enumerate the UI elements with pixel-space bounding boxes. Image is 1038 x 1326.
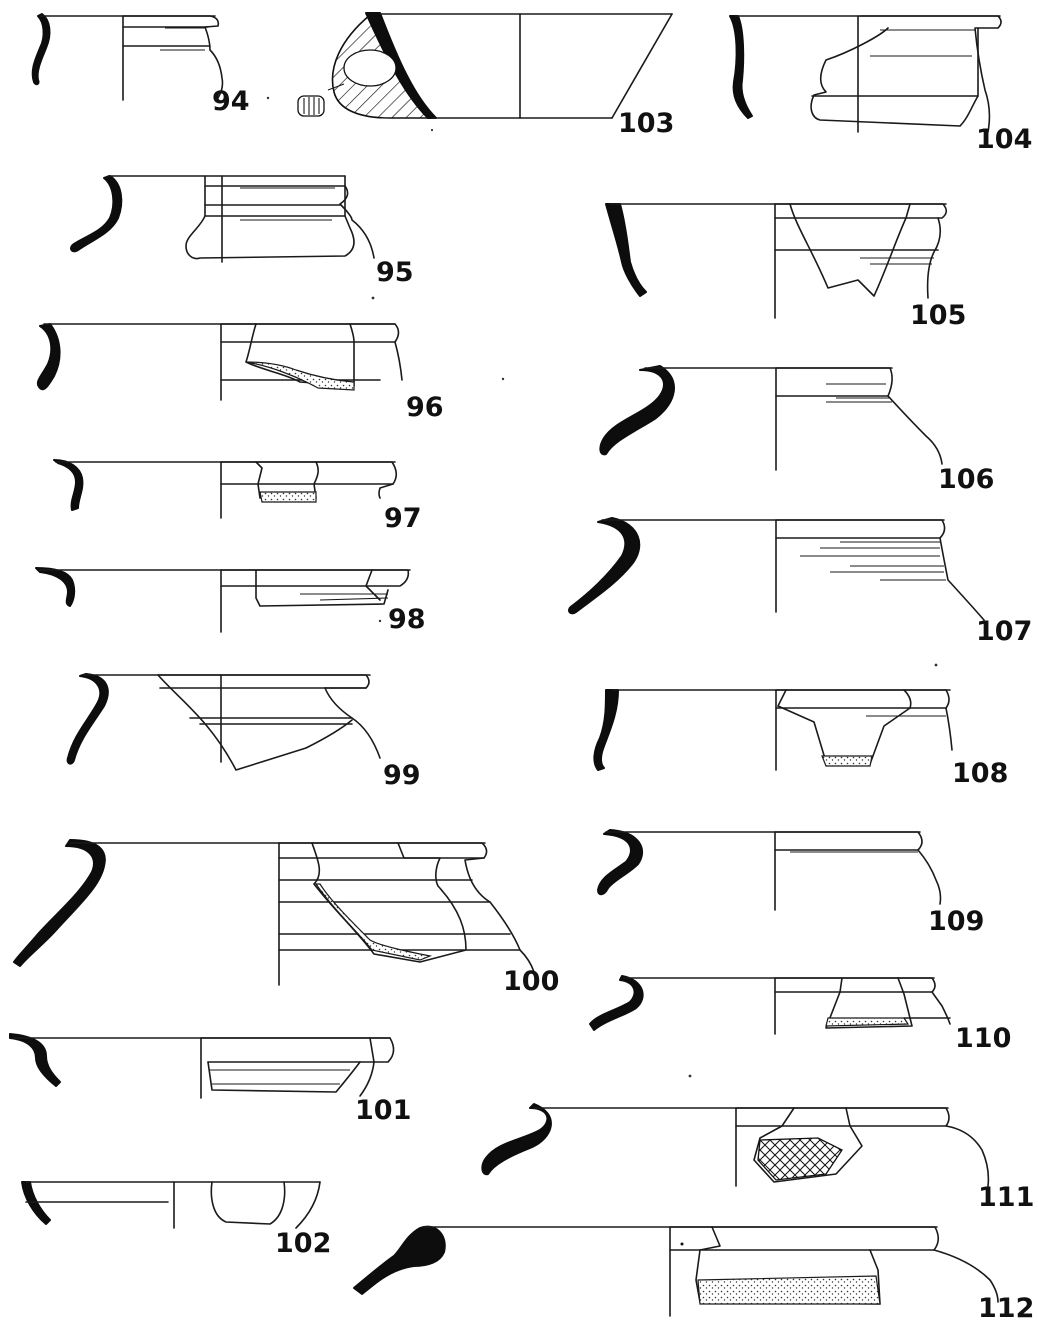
sherd-108 xyxy=(593,689,953,771)
label-102: 102 xyxy=(275,1228,331,1259)
label-112: 112 xyxy=(978,1293,1034,1321)
label-105: 105 xyxy=(910,300,966,331)
sherd-101 xyxy=(9,1033,395,1099)
sherd-107 xyxy=(568,517,985,621)
sherd-103 xyxy=(297,12,673,119)
sherd-95 xyxy=(70,175,375,263)
label-94: 94 xyxy=(212,86,250,117)
label-97: 97 xyxy=(384,503,422,534)
sherd-94 xyxy=(31,13,224,101)
sherd-97 xyxy=(53,459,398,519)
label-103: 103 xyxy=(618,108,674,139)
sherd-102 xyxy=(21,1181,321,1229)
label-108: 108 xyxy=(952,758,1008,789)
label-110: 110 xyxy=(955,1023,1011,1054)
sherd-98 xyxy=(35,567,411,633)
label-107: 107 xyxy=(976,616,1032,647)
label-100: 100 xyxy=(503,966,559,997)
label-106: 106 xyxy=(938,464,994,495)
specks xyxy=(266,96,938,1078)
sherd-100 xyxy=(13,839,535,986)
sherd-112 xyxy=(353,1225,999,1317)
sherd-96 xyxy=(36,323,403,401)
sherd-labels: 94 95 96 97 98 99 100 101 102 103 104 10… xyxy=(212,86,1034,1324)
sherd-104 xyxy=(729,15,1002,133)
sherd-111 xyxy=(481,1103,990,1187)
label-99: 99 xyxy=(383,760,421,791)
sherd-99 xyxy=(66,673,381,771)
label-104: 104 xyxy=(976,124,1032,155)
label-96: 96 xyxy=(406,392,444,423)
label-98: 98 xyxy=(388,604,426,635)
label-95: 95 xyxy=(376,257,414,288)
label-111: 111 xyxy=(978,1182,1034,1213)
sherd-106 xyxy=(599,365,943,471)
sherd-109 xyxy=(597,829,942,911)
label-109: 109 xyxy=(928,906,984,937)
sherd-105 xyxy=(605,203,948,319)
label-101: 101 xyxy=(355,1095,411,1126)
sherd-110 xyxy=(589,975,951,1035)
